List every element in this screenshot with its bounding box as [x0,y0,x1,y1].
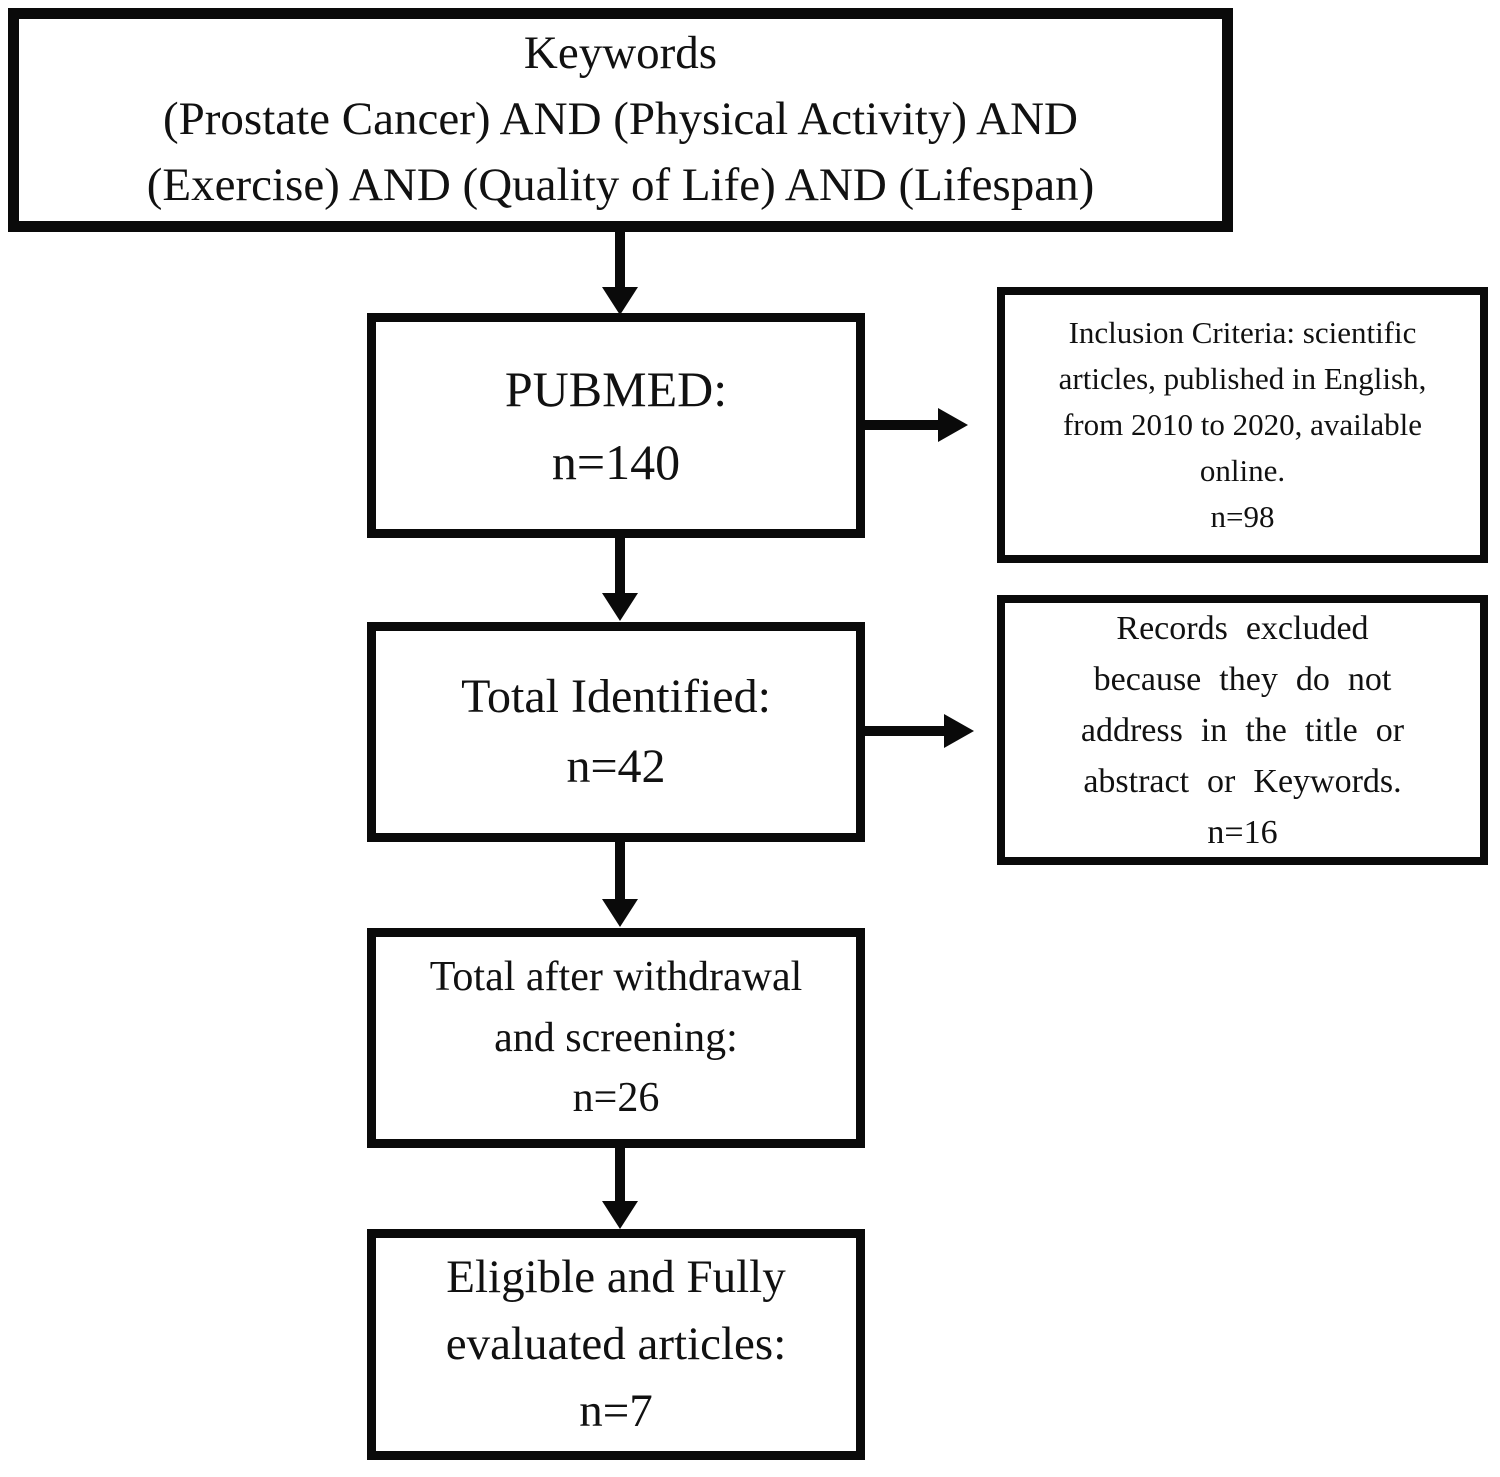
arrow-down-icon [602,1201,638,1229]
keywords-box: Keywords (Prostate Cancer) AND (Physical… [8,8,1233,232]
arrow-right-icon [944,714,974,748]
arrow-right-icon [938,408,968,442]
arrow-shaft [615,230,625,288]
arrow-shaft [861,420,939,430]
arrow-shaft [861,726,945,736]
pubmed-box: PUBMED: n=140 [367,313,865,538]
total-after-withdrawal-box: Total after withdrawal and screening: n=… [367,928,865,1148]
arrow-shaft [615,536,625,594]
total-identified-box: Total Identified: n=42 [367,622,865,842]
eligible-articles-box: Eligible and Fully evaluated articles: n… [367,1229,865,1460]
arrow-down-icon [602,287,638,315]
records-excluded-box: Records excluded because they do not add… [997,595,1488,865]
inclusion-criteria-box: Inclusion Criteria: scientific articles,… [997,287,1488,563]
arrow-shaft [615,840,625,900]
arrow-down-icon [602,899,638,927]
arrow-down-icon [602,593,638,621]
arrow-shaft [615,1146,625,1202]
